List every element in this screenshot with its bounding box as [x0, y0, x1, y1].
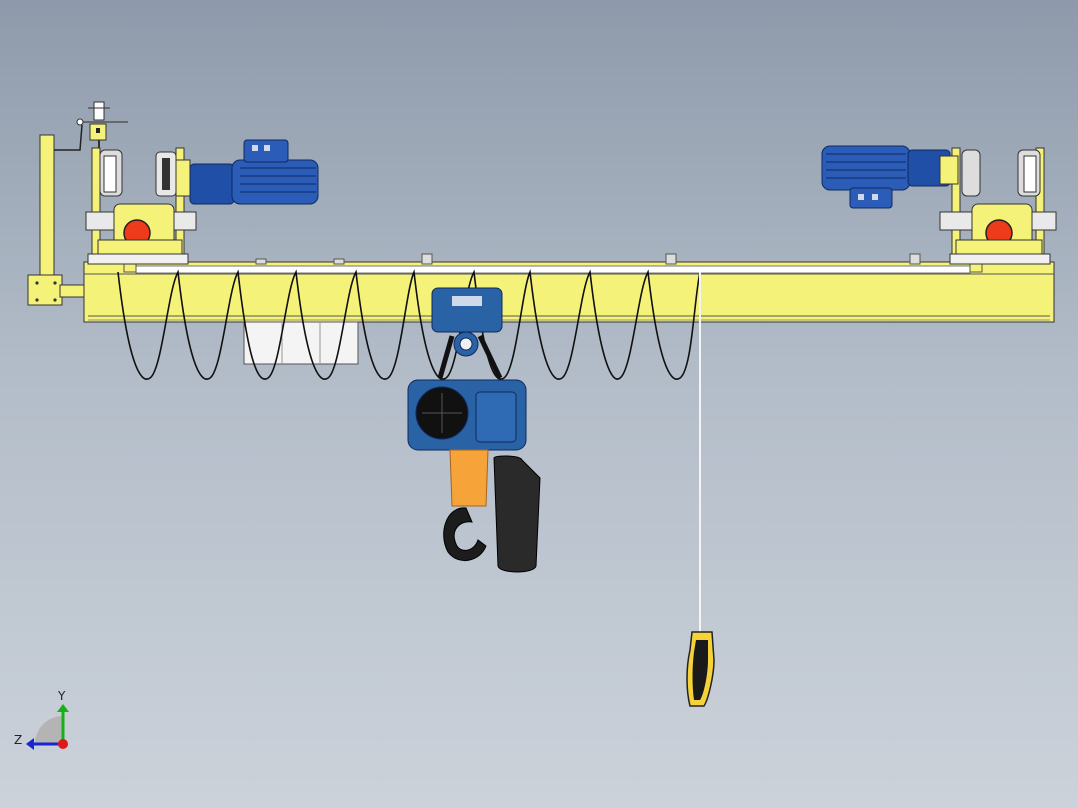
left-drive-motor[interactable] [155, 139, 319, 205]
left-end-truck[interactable] [85, 147, 197, 265]
axis-triad: Y Z [14, 689, 69, 750]
left-limit-switch[interactable] [27, 101, 128, 306]
chain-bag[interactable] [493, 455, 541, 573]
triad-y-label: Y [57, 689, 66, 703]
hook-block[interactable] [443, 449, 489, 561]
electrical-panel[interactable] [243, 321, 359, 365]
right-drive-motor[interactable] [821, 145, 959, 209]
pendant-control[interactable] [686, 631, 715, 707]
right-end-truck[interactable] [939, 147, 1057, 265]
triad-z-label: Z [14, 733, 22, 747]
main-girder[interactable] [83, 253, 1055, 323]
festoon-cable [117, 268, 701, 380]
hoist-trolley[interactable] [407, 287, 527, 451]
